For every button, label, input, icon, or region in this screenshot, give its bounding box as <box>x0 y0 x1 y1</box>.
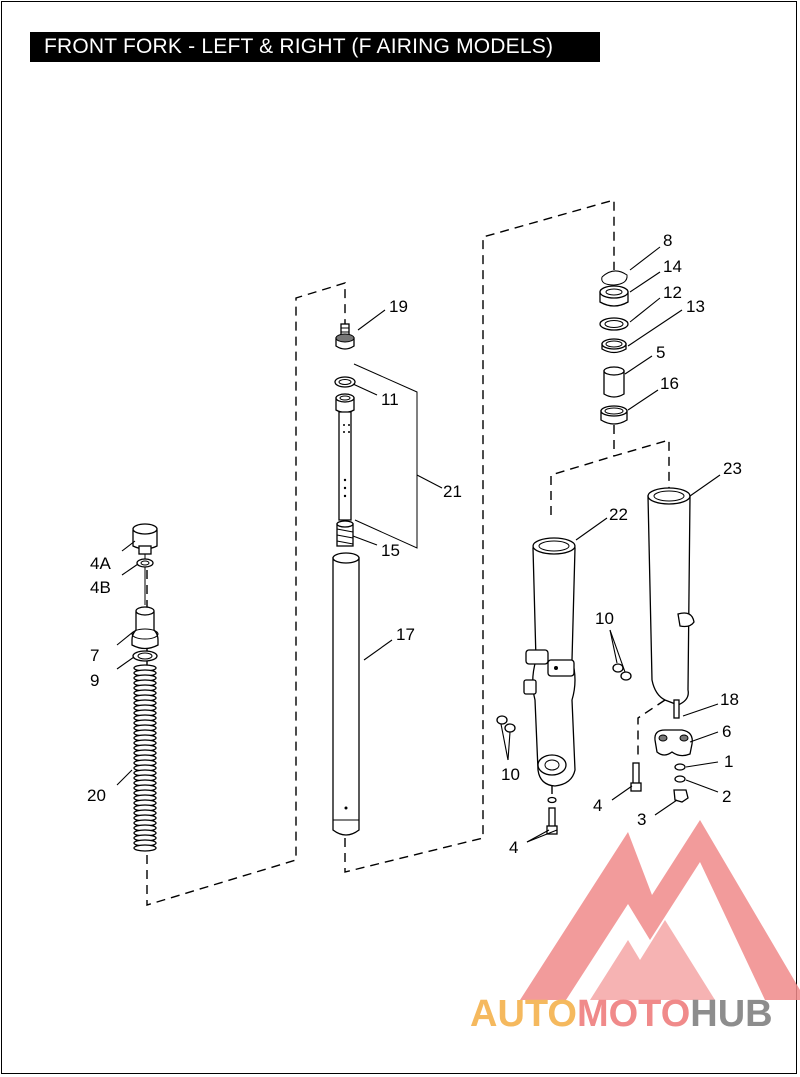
label-18: 18 <box>720 690 739 709</box>
part-15-spring <box>336 520 354 547</box>
label-16: 16 <box>660 374 679 393</box>
label-15: 15 <box>381 541 400 560</box>
part-2-washer <box>674 775 686 783</box>
label-19: 19 <box>389 297 408 316</box>
part-16-bushing <box>600 405 628 425</box>
bracket-21 <box>353 363 418 549</box>
label-22: 22 <box>609 505 628 524</box>
part-4-bolt-right <box>630 762 642 792</box>
part-22-fork-slider <box>523 537 576 787</box>
label-10-left: 10 <box>501 765 520 784</box>
part-11-ring <box>334 376 356 388</box>
label-9: 9 <box>90 671 99 690</box>
label-8: 8 <box>663 231 672 250</box>
label-4-right: 4 <box>593 796 602 815</box>
part-4a-bolt <box>132 523 158 560</box>
part-1-washer <box>674 763 686 771</box>
part-3-nut <box>673 789 689 803</box>
assembly-dashed-lines <box>146 199 670 906</box>
label-12: 12 <box>663 283 682 302</box>
part-5-spacer <box>603 366 625 398</box>
part-17-fork-tube <box>332 552 360 836</box>
part-6-clamp <box>654 729 693 757</box>
label-4a: 4A <box>90 554 111 573</box>
part-23-fork-slider <box>647 487 695 719</box>
label-10-right: 10 <box>595 609 614 628</box>
part-14-seal <box>599 285 629 307</box>
part-4b-washer <box>136 558 154 605</box>
part-8-retaining-ring <box>601 270 628 286</box>
label-17: 17 <box>396 625 415 644</box>
part-9-washer <box>132 650 158 662</box>
watermark-logo <box>520 820 800 1000</box>
watermark-text: AUTOMOTOHUB <box>470 993 773 1035</box>
label-4-bottom: 4 <box>509 838 518 857</box>
part-20-spring <box>133 664 157 852</box>
label-7: 7 <box>90 646 99 665</box>
diagram-title: FRONT FORK - LEFT & RIGHT (F AIRING MODE… <box>30 32 600 62</box>
label-21: 21 <box>443 482 462 501</box>
spring-coil <box>133 844 157 852</box>
label-5: 5 <box>656 343 665 362</box>
label-2: 2 <box>722 787 731 806</box>
part-21-damper-rod <box>335 393 355 521</box>
label-4b: 4B <box>90 578 111 597</box>
label-23: 23 <box>723 459 742 478</box>
leader-lines <box>116 246 721 843</box>
part-10-screws-left <box>496 715 516 733</box>
label-6: 6 <box>722 722 731 741</box>
label-1: 1 <box>724 752 733 771</box>
label-14: 14 <box>663 257 682 276</box>
part-13-bushing <box>601 338 627 354</box>
part-10-screws-right <box>612 663 632 681</box>
part-19-valve <box>335 323 355 350</box>
part-4-bolt-bottom <box>546 796 558 835</box>
label-20: 20 <box>87 786 106 805</box>
label-11: 11 <box>381 390 399 409</box>
label-13: 13 <box>686 297 705 316</box>
part-labels: 4A 4B 7 9 20 19 11 21 15 17 8 14 12 13 5… <box>87 231 742 857</box>
label-3: 3 <box>637 810 646 829</box>
part-12-washer <box>599 317 629 331</box>
part-7-spacer <box>131 606 159 650</box>
